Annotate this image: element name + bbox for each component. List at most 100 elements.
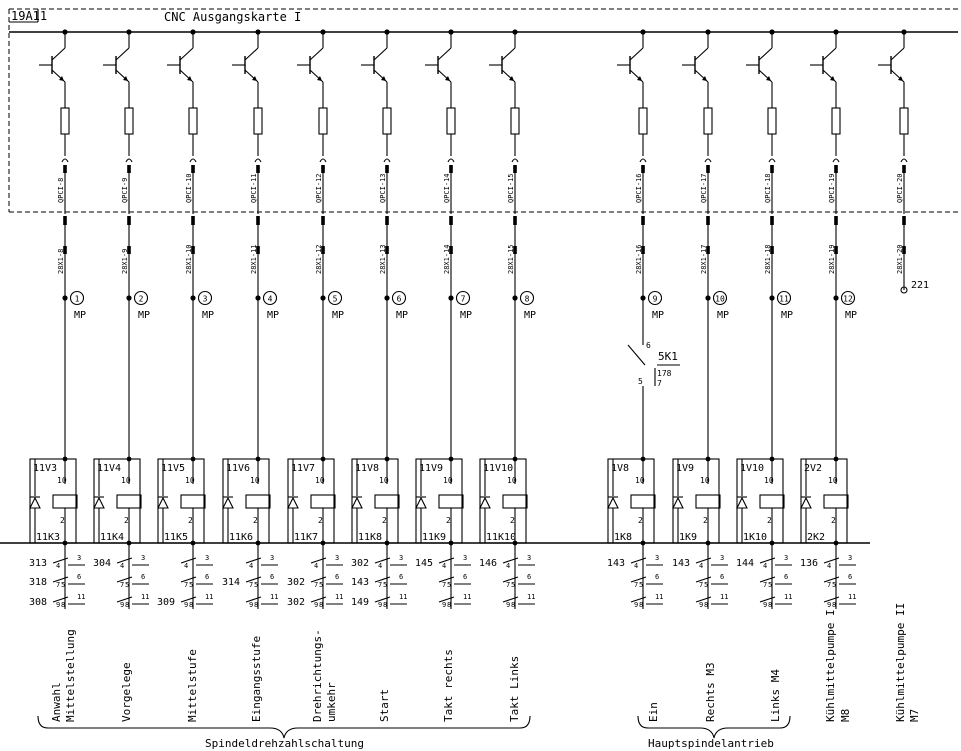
transistor-collector-lead	[629, 47, 644, 61]
contact-pin-label: 3	[270, 554, 274, 562]
qpc-pin-label: QPCI-12	[315, 173, 323, 203]
contact-blade	[52, 576, 69, 583]
relay-group-frame	[800, 458, 848, 544]
contact-pin-label: 5	[125, 581, 129, 589]
contact-cross-reference: 302	[287, 577, 305, 588]
measuring-point-dot	[384, 295, 390, 301]
function-description-label: Mittelstufe	[186, 649, 199, 722]
measuring-point-dot	[62, 295, 68, 301]
contact-pin-label: 11	[720, 593, 728, 601]
relay-designation-label: 11K6	[229, 532, 253, 543]
coil-pin-bottom-label: 2	[703, 516, 708, 525]
contact-pin-label: 6	[399, 573, 403, 581]
contact-pin-label: 6	[720, 573, 724, 581]
contact-pin-label: 8	[383, 601, 387, 609]
terminal-strip-label: 28X1-14	[443, 244, 451, 274]
contact-pin-label: 8	[319, 601, 323, 609]
diode-designation-label: 11V7	[291, 463, 315, 474]
relay-coil	[310, 494, 336, 509]
terminal-pin-symbol	[63, 246, 67, 254]
channel-number-label: 1	[75, 295, 80, 304]
plug-socket-symbol	[319, 158, 327, 163]
contact-blade	[502, 576, 519, 583]
resistor	[831, 107, 841, 135]
contact-blade	[245, 596, 262, 603]
card-id-label: 19A11	[11, 9, 47, 23]
resistor	[767, 107, 777, 135]
contact-cross-reference: 313	[29, 558, 47, 569]
transistor-collector-lead	[437, 47, 452, 61]
contact-pin-label: 8	[639, 601, 643, 609]
freewheel-diode	[672, 496, 684, 509]
contact-blade	[116, 596, 133, 603]
terminal-pin-symbol	[449, 246, 453, 254]
contact-pin-label: 3	[848, 554, 852, 562]
relay-group-frame	[607, 458, 655, 544]
freewheel-diode	[479, 496, 491, 509]
coil-pin-bottom-label: 2	[124, 516, 129, 525]
contact-cross-reference: 143	[672, 558, 690, 569]
contact-pin-label: 11	[848, 593, 856, 601]
contact-pin-label: 7	[506, 581, 510, 589]
contact-pin-label: 11	[335, 593, 343, 601]
contact-cross-reference: 143	[607, 558, 625, 569]
terminal-pin-symbol	[641, 246, 645, 254]
contact-pin-label: 3	[205, 554, 209, 562]
diode-designation-label: 11V9	[419, 463, 443, 474]
contact-pin-label: 11	[77, 593, 85, 601]
plug-pin-symbol	[834, 165, 838, 173]
transistor-collector-lead	[373, 47, 388, 61]
measuring-point-dot	[769, 295, 775, 301]
contact-pin-label: 3	[527, 554, 531, 562]
contact-pin-label: 7	[56, 581, 60, 589]
contact-blade	[502, 596, 519, 603]
contact-blade	[374, 576, 391, 583]
relay-designation-label: 1K9	[679, 532, 697, 543]
contact-pin-label: 8	[511, 601, 515, 609]
contact-pin-label: 8	[832, 601, 836, 609]
measuring-point-label: MP	[845, 310, 857, 321]
measuring-point-label: MP	[267, 310, 279, 321]
function-description-label: Takt Links	[508, 656, 521, 722]
terminal-pin-symbol	[321, 216, 325, 225]
transistor-emitter-arrow	[637, 76, 642, 81]
measuring-point-label: MP	[74, 310, 86, 321]
contact-cross-reference: 302	[351, 558, 369, 569]
channel-number-label: 3	[203, 295, 208, 304]
transistor-emitter-arrow	[445, 76, 450, 81]
coil-pin-top-label: 10	[700, 476, 710, 485]
coil-pin-top-label: 10	[185, 476, 195, 485]
function-description-label: Start	[378, 689, 391, 722]
contact-pin-label: 8	[61, 601, 65, 609]
contact-pin-label: 5	[447, 581, 451, 589]
relay-group-frame	[672, 458, 720, 544]
channel-number-circle	[455, 290, 471, 306]
contact-pin-label: 9	[120, 601, 124, 609]
contact-pin-label: 3	[784, 554, 788, 562]
diode-designation-label: 1V9	[676, 463, 694, 474]
coil-pin-top-label: 10	[635, 476, 645, 485]
relay-group-frame	[29, 458, 77, 544]
terminal-pin-symbol	[321, 246, 325, 254]
channel-number-circle	[776, 290, 792, 306]
function-description-label: umkehr	[325, 682, 338, 722]
contact-pin-label: 11	[141, 593, 149, 601]
contact-blade	[180, 596, 197, 603]
transistor-collector-lead	[115, 47, 130, 61]
qpc-pin-label: QPCI-20	[896, 173, 904, 203]
channel-number-circle	[327, 290, 343, 306]
contact-pin-label: 8	[768, 601, 772, 609]
plug-socket-symbol	[511, 158, 519, 163]
transistor-emitter-arrow	[187, 76, 192, 81]
terminal-pin-symbol	[706, 216, 710, 225]
resistor	[188, 107, 198, 135]
plug-pin-symbol	[63, 165, 67, 173]
plug-socket-symbol	[61, 158, 69, 163]
measuring-point-dot	[705, 295, 711, 301]
plug-socket-symbol	[447, 158, 455, 163]
measuring-point-label: MP	[332, 310, 344, 321]
contact-pin-label: 6	[141, 573, 145, 581]
diode-designation-label: 11V3	[33, 463, 57, 474]
terminal-pin-symbol	[385, 246, 389, 254]
transistor-emitter-arrow	[509, 76, 514, 81]
